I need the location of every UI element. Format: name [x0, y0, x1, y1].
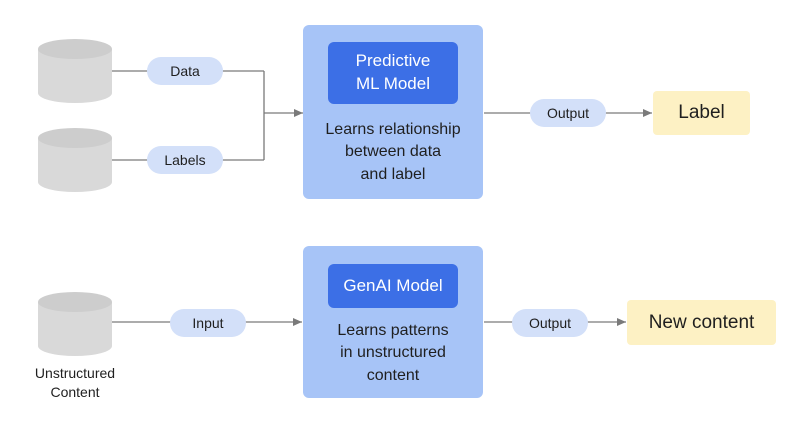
data-database-icon — [38, 39, 112, 103]
labels-pill: Labels — [147, 146, 223, 174]
predictive-desc-line-3: and label — [360, 165, 426, 183]
genai-desc-line-1: Learns patterns — [337, 322, 449, 339]
predictive-title-line-2: ML Model — [355, 74, 430, 93]
label-result: Label — [653, 91, 750, 135]
unstructured-content-database-icon — [38, 292, 112, 356]
data-pill: Data — [147, 57, 223, 85]
predictive-desc-line-1: Learns relationship — [325, 121, 461, 138]
predictive-model-title: Predictive ML Model — [328, 42, 458, 104]
predictive-desc-line-2: between data — [344, 143, 442, 161]
predictive-description: Learns relationship between data and lab… — [303, 119, 483, 186]
genai-output-pill: Output — [512, 309, 588, 337]
genai-model-title: GenAI Model — [328, 264, 458, 308]
caption-line-1: Unstructured — [34, 365, 116, 381]
genai-desc-line-3: content — [366, 366, 420, 384]
labels-database-icon — [38, 128, 112, 192]
new-content-result: New content — [627, 300, 776, 345]
predictive-output-pill: Output — [530, 99, 606, 127]
input-pill: Input — [170, 309, 246, 337]
genai-description: Learns patterns in unstructured content — [303, 320, 483, 387]
predictive-title-line-1: Predictive — [355, 51, 431, 71]
unstructured-content-caption: Unstructured Content — [18, 364, 132, 402]
genai-desc-line-2: in unstructured — [340, 344, 446, 362]
caption-line-2: Content — [50, 383, 100, 400]
